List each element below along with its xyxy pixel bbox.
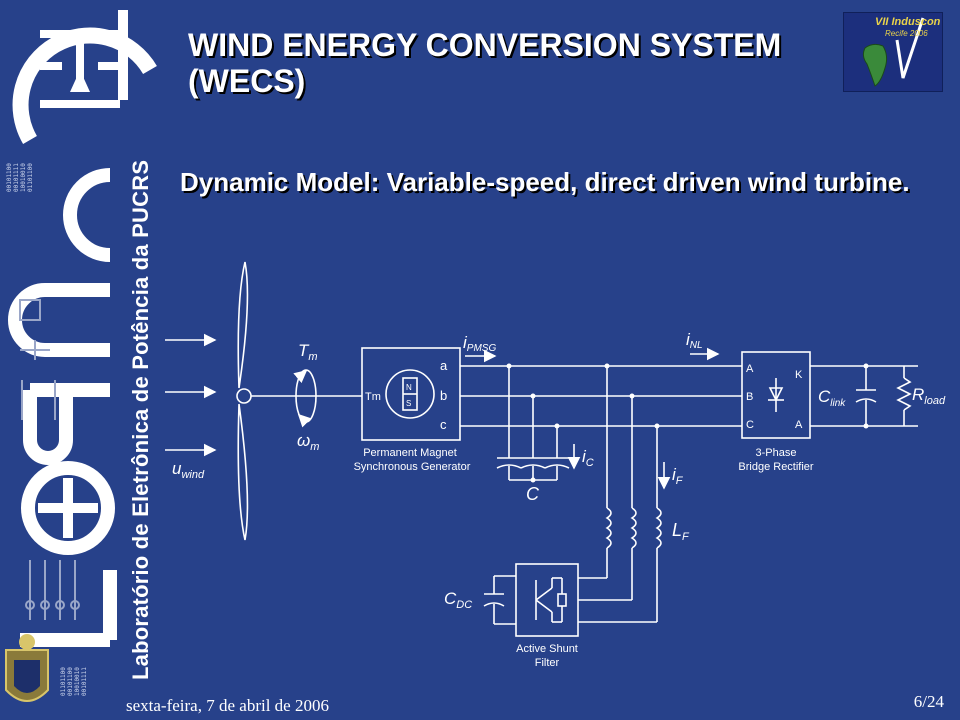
active-shunt-filter-box: [515, 563, 579, 637]
label-cdc: CDC: [444, 589, 472, 611]
binary-code-top: 00101100 00101111 10010010 01101100: [6, 163, 34, 192]
gen-caption-1: Permanent Magnet: [363, 447, 457, 459]
filter-caption-1: Active Shunt: [516, 643, 578, 655]
phase-b: b: [440, 388, 447, 403]
phase-c: c: [440, 417, 447, 432]
wecs-circuit-diagram: uwind Tm ωm iPMSG iNL iC C iF LF Clink R…: [165, 261, 946, 669]
rect-label-k: K: [795, 369, 803, 381]
slide-title: WIND ENERGY CONVERSION SYSTEM (WECS): [188, 27, 782, 99]
rect-caption-1: 3-Phase: [756, 447, 797, 459]
label-clink: Clink: [818, 387, 846, 409]
page-number: 6/24: [913, 692, 944, 711]
label-wind: uwind: [172, 459, 205, 481]
footer-date: sexta-feira, 7 de abril de 2006: [126, 696, 329, 715]
capacitor-bank-c: [496, 366, 570, 481]
slide-subtitle: Dynamic Model: Variable-speed, direct dr…: [180, 167, 910, 197]
junction-dots: [506, 363, 869, 483]
phase-a: a: [440, 358, 448, 373]
logo-circuit-deco: [19, 299, 80, 620]
logo-big-letters: [8, 168, 117, 647]
binary-code-bottom: 01101100 00101100 10010010 00101111: [60, 667, 88, 696]
dc-capacitor: [483, 575, 516, 625]
rect-label-c: C: [746, 419, 754, 431]
label-i-pmsg: iPMSG: [463, 333, 496, 354]
magnet-s: S: [406, 399, 411, 408]
three-phase-bus: [460, 365, 742, 427]
magnet-n: N: [406, 383, 412, 392]
pmsg-box: [361, 347, 461, 441]
logo-arc-shape: [12, 27, 157, 145]
label-i-f: iF: [672, 465, 684, 487]
filter-caption-2: Filter: [535, 657, 560, 669]
induscon-logo-subtitle: Recife 2006: [885, 29, 928, 38]
gen-inner-label: Tm: [365, 391, 381, 403]
label-omega: ωm: [297, 431, 319, 453]
gen-caption-2: Synchronous Generator: [354, 461, 471, 473]
induscon-logo: [843, 12, 943, 92]
wind-arrows: [165, 333, 217, 457]
label-cap-c: C: [526, 484, 540, 504]
pucrs-crest-icon: [5, 634, 49, 702]
turbine-blades: [236, 261, 252, 541]
label-i-c: iC: [582, 447, 594, 469]
label-lf: LF: [672, 520, 690, 543]
label-torque: Tm: [298, 341, 318, 363]
rectifier-box: [741, 351, 811, 439]
label-rload: Rload: [912, 385, 946, 407]
filter-inductor-branch: [578, 366, 662, 623]
lepuc-sidebar-logo: [5, 10, 157, 702]
rect-label-a2: A: [795, 419, 803, 431]
induscon-logo-title: VII Induscon: [875, 16, 941, 28]
rect-caption-2: Bridge Rectifier: [738, 461, 814, 473]
label-i-nl: iNL: [686, 330, 703, 351]
induscon-logo-graphic: [862, 17, 925, 87]
rect-label-a: A: [746, 363, 754, 375]
rect-label-b: B: [746, 391, 753, 403]
